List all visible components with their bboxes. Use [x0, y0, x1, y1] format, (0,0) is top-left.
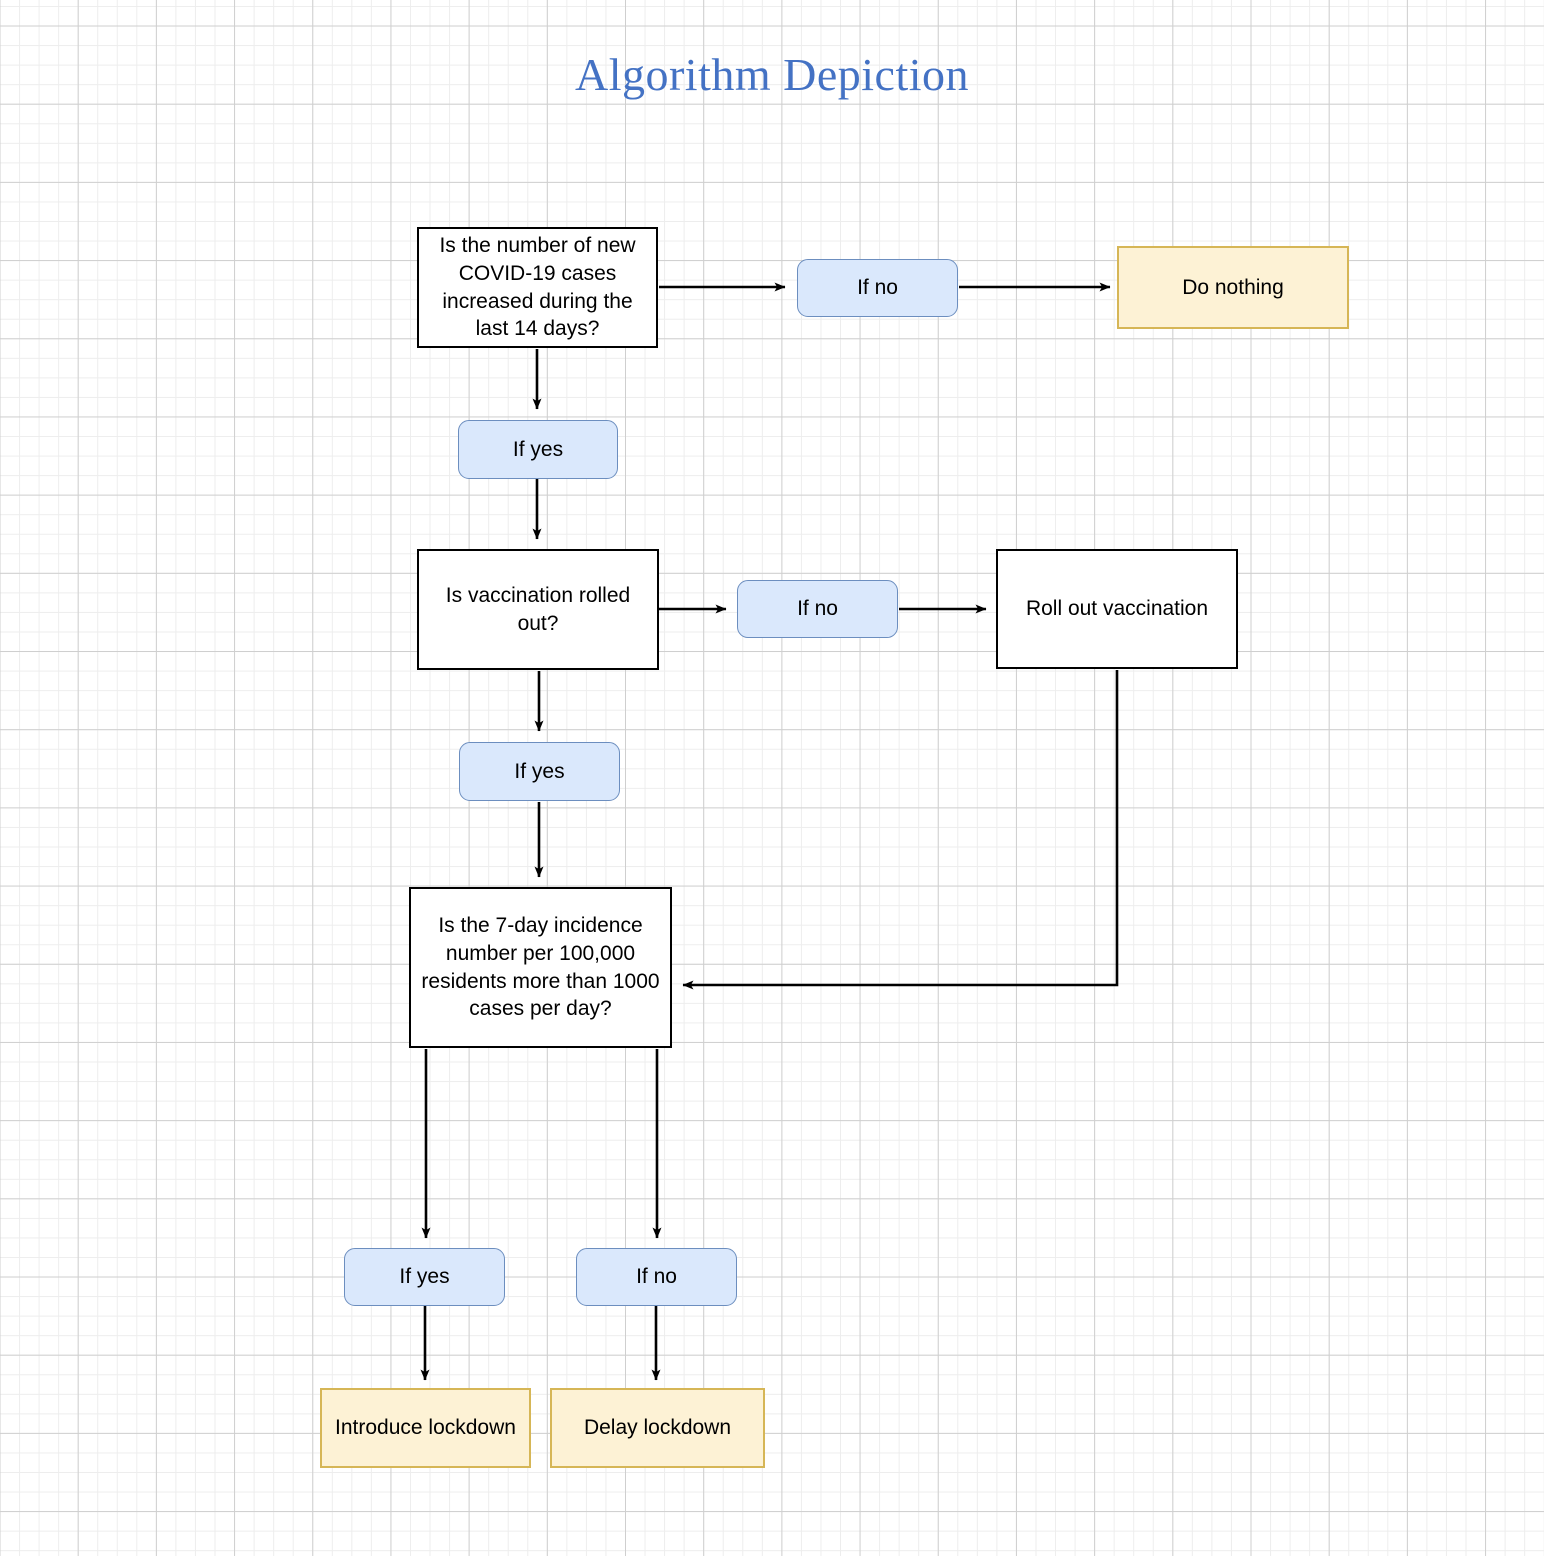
- terminal-introduce-lockdown[interactable]: Introduce lockdown: [320, 1388, 531, 1468]
- terminal-do-nothing[interactable]: Do nothing: [1117, 246, 1349, 329]
- decision-box-vaccination-rolled-out[interactable]: Is vaccination rolled out?: [417, 549, 659, 670]
- terminal-delay-lockdown[interactable]: Delay lockdown: [550, 1388, 765, 1468]
- decision-box-incidence-number[interactable]: Is the 7-day incidence number per 100,00…: [409, 887, 672, 1048]
- edge-rollout-to-d3: [682, 670, 1119, 990]
- label-if-yes-covid-cases[interactable]: If yes: [458, 420, 618, 479]
- process-roll-out-vaccination[interactable]: Roll out vaccination: [996, 549, 1238, 669]
- label-if-yes-incidence[interactable]: If yes: [344, 1248, 505, 1306]
- label-if-yes-vaccination[interactable]: If yes: [459, 742, 620, 801]
- decision-box-covid-cases[interactable]: Is the number of new COVID-19 cases incr…: [417, 227, 658, 348]
- page-title: Algorithm Depiction: [574, 49, 970, 100]
- label-if-no-vaccination[interactable]: If no: [737, 580, 898, 638]
- label-if-no-incidence[interactable]: If no: [576, 1248, 737, 1306]
- label-if-no-covid-cases[interactable]: If no: [797, 259, 958, 317]
